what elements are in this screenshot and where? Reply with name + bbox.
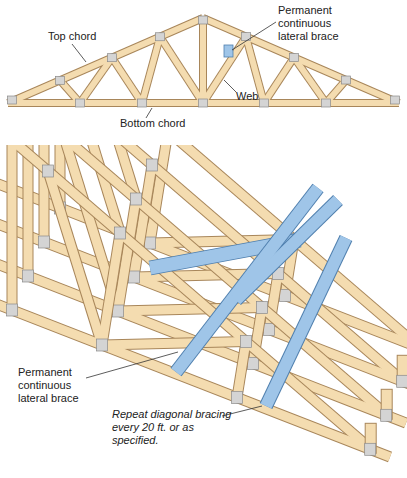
- leader-line: [146, 108, 152, 118]
- truss-member-edge: [0, 213, 406, 423]
- truss-member-edge: [12, 145, 372, 450]
- gusset-plate: [248, 358, 259, 370]
- diagonal-brace: [266, 238, 346, 406]
- part-label: Top chord: [48, 30, 118, 43]
- truss-member: [28, 145, 388, 416]
- gusset-plate: [23, 270, 34, 282]
- gusset-plate: [156, 33, 165, 41]
- truss-member-edge: [118, 308, 262, 312]
- truss-member-edge: [23, 145, 34, 276]
- truss-elevation: [8, 16, 400, 107]
- gusset-plate: [241, 336, 252, 348]
- gusset-plate: [290, 53, 299, 61]
- truss-member: [264, 57, 294, 103]
- gusset-plate: [199, 99, 208, 107]
- truss-member: [118, 308, 262, 312]
- truss-member-edge: [102, 342, 246, 346]
- truss-member: [102, 233, 120, 345]
- gusset-plate: [280, 290, 291, 302]
- part-label: Permanent continuous lateral brace: [278, 4, 350, 43]
- truss-member: [48, 171, 102, 345]
- truss-member: [160, 37, 203, 103]
- leader-line: [86, 352, 178, 378]
- truss-member-edge: [44, 145, 404, 382]
- truss-member-edge: [160, 37, 203, 103]
- gusset-plate: [264, 324, 275, 336]
- part-label: Bottom chord: [120, 117, 210, 130]
- gusset-plate: [129, 271, 140, 283]
- truss-member-edge: [199, 18, 207, 103]
- truss-member-edge: [8, 18, 203, 103]
- truss-member: [8, 18, 203, 103]
- gusset-plate: [8, 96, 17, 104]
- gusset-plate: [381, 409, 392, 421]
- truss-member: [24, 145, 33, 276]
- truss-member: [112, 58, 142, 103]
- leader-line: [72, 44, 86, 62]
- truss-member-edge: [28, 145, 388, 416]
- truss-member: [8, 145, 17, 310]
- truss-perspective: [0, 145, 407, 457]
- leader-lines: [72, 22, 276, 416]
- gusset-plate: [108, 54, 117, 62]
- gusset-plate: [7, 304, 18, 316]
- gusset-plate: [56, 76, 65, 84]
- truss-member-edge: [237, 342, 246, 398]
- gusset-plate: [43, 165, 54, 177]
- gusset-plate: [391, 96, 400, 104]
- gusset-plate: [138, 99, 147, 107]
- gusset-plate: [113, 305, 124, 317]
- gusset-plate: [147, 159, 158, 171]
- gusset-plate: [260, 99, 269, 107]
- truss-member: [102, 342, 246, 346]
- gusset-plate: [199, 16, 208, 24]
- truss-member: [12, 145, 372, 450]
- gusset-plate: [97, 339, 108, 351]
- gusset-plate: [131, 193, 142, 205]
- truss-member: [237, 342, 246, 398]
- truss-member-edge: [112, 58, 142, 103]
- truss-member: [44, 145, 404, 382]
- truss-member-edge: [8, 99, 399, 107]
- gusset-plate: [76, 99, 85, 107]
- truss-member: [142, 37, 160, 103]
- gusset-plate: [365, 443, 376, 455]
- note-label: Repeat diagonal bracing every 20 ft. or …: [112, 408, 242, 447]
- part-label: Permanent continuous lateral brace: [18, 366, 90, 405]
- truss-member: [294, 57, 326, 103]
- part-label: Web: [236, 90, 276, 103]
- gusset-plate: [39, 236, 50, 248]
- gusset-plate: [115, 227, 126, 239]
- gusset-plate: [145, 237, 156, 249]
- lateral-brace-section: [224, 45, 233, 57]
- truss-member-edge: [102, 233, 120, 345]
- truss-member: [80, 58, 112, 103]
- leader-line: [224, 80, 236, 92]
- gusset-plate: [257, 302, 268, 314]
- gusset-plate: [322, 99, 331, 107]
- truss-member: [200, 18, 206, 103]
- truss-member-edge: [264, 57, 294, 103]
- gusset-plate: [397, 375, 407, 387]
- truss-member-edge: [7, 145, 18, 310]
- leader-line: [232, 22, 276, 50]
- truss-member: [0, 213, 406, 423]
- gusset-plate: [232, 392, 243, 404]
- gusset-plate: [342, 76, 351, 84]
- truss-member: [8, 100, 399, 106]
